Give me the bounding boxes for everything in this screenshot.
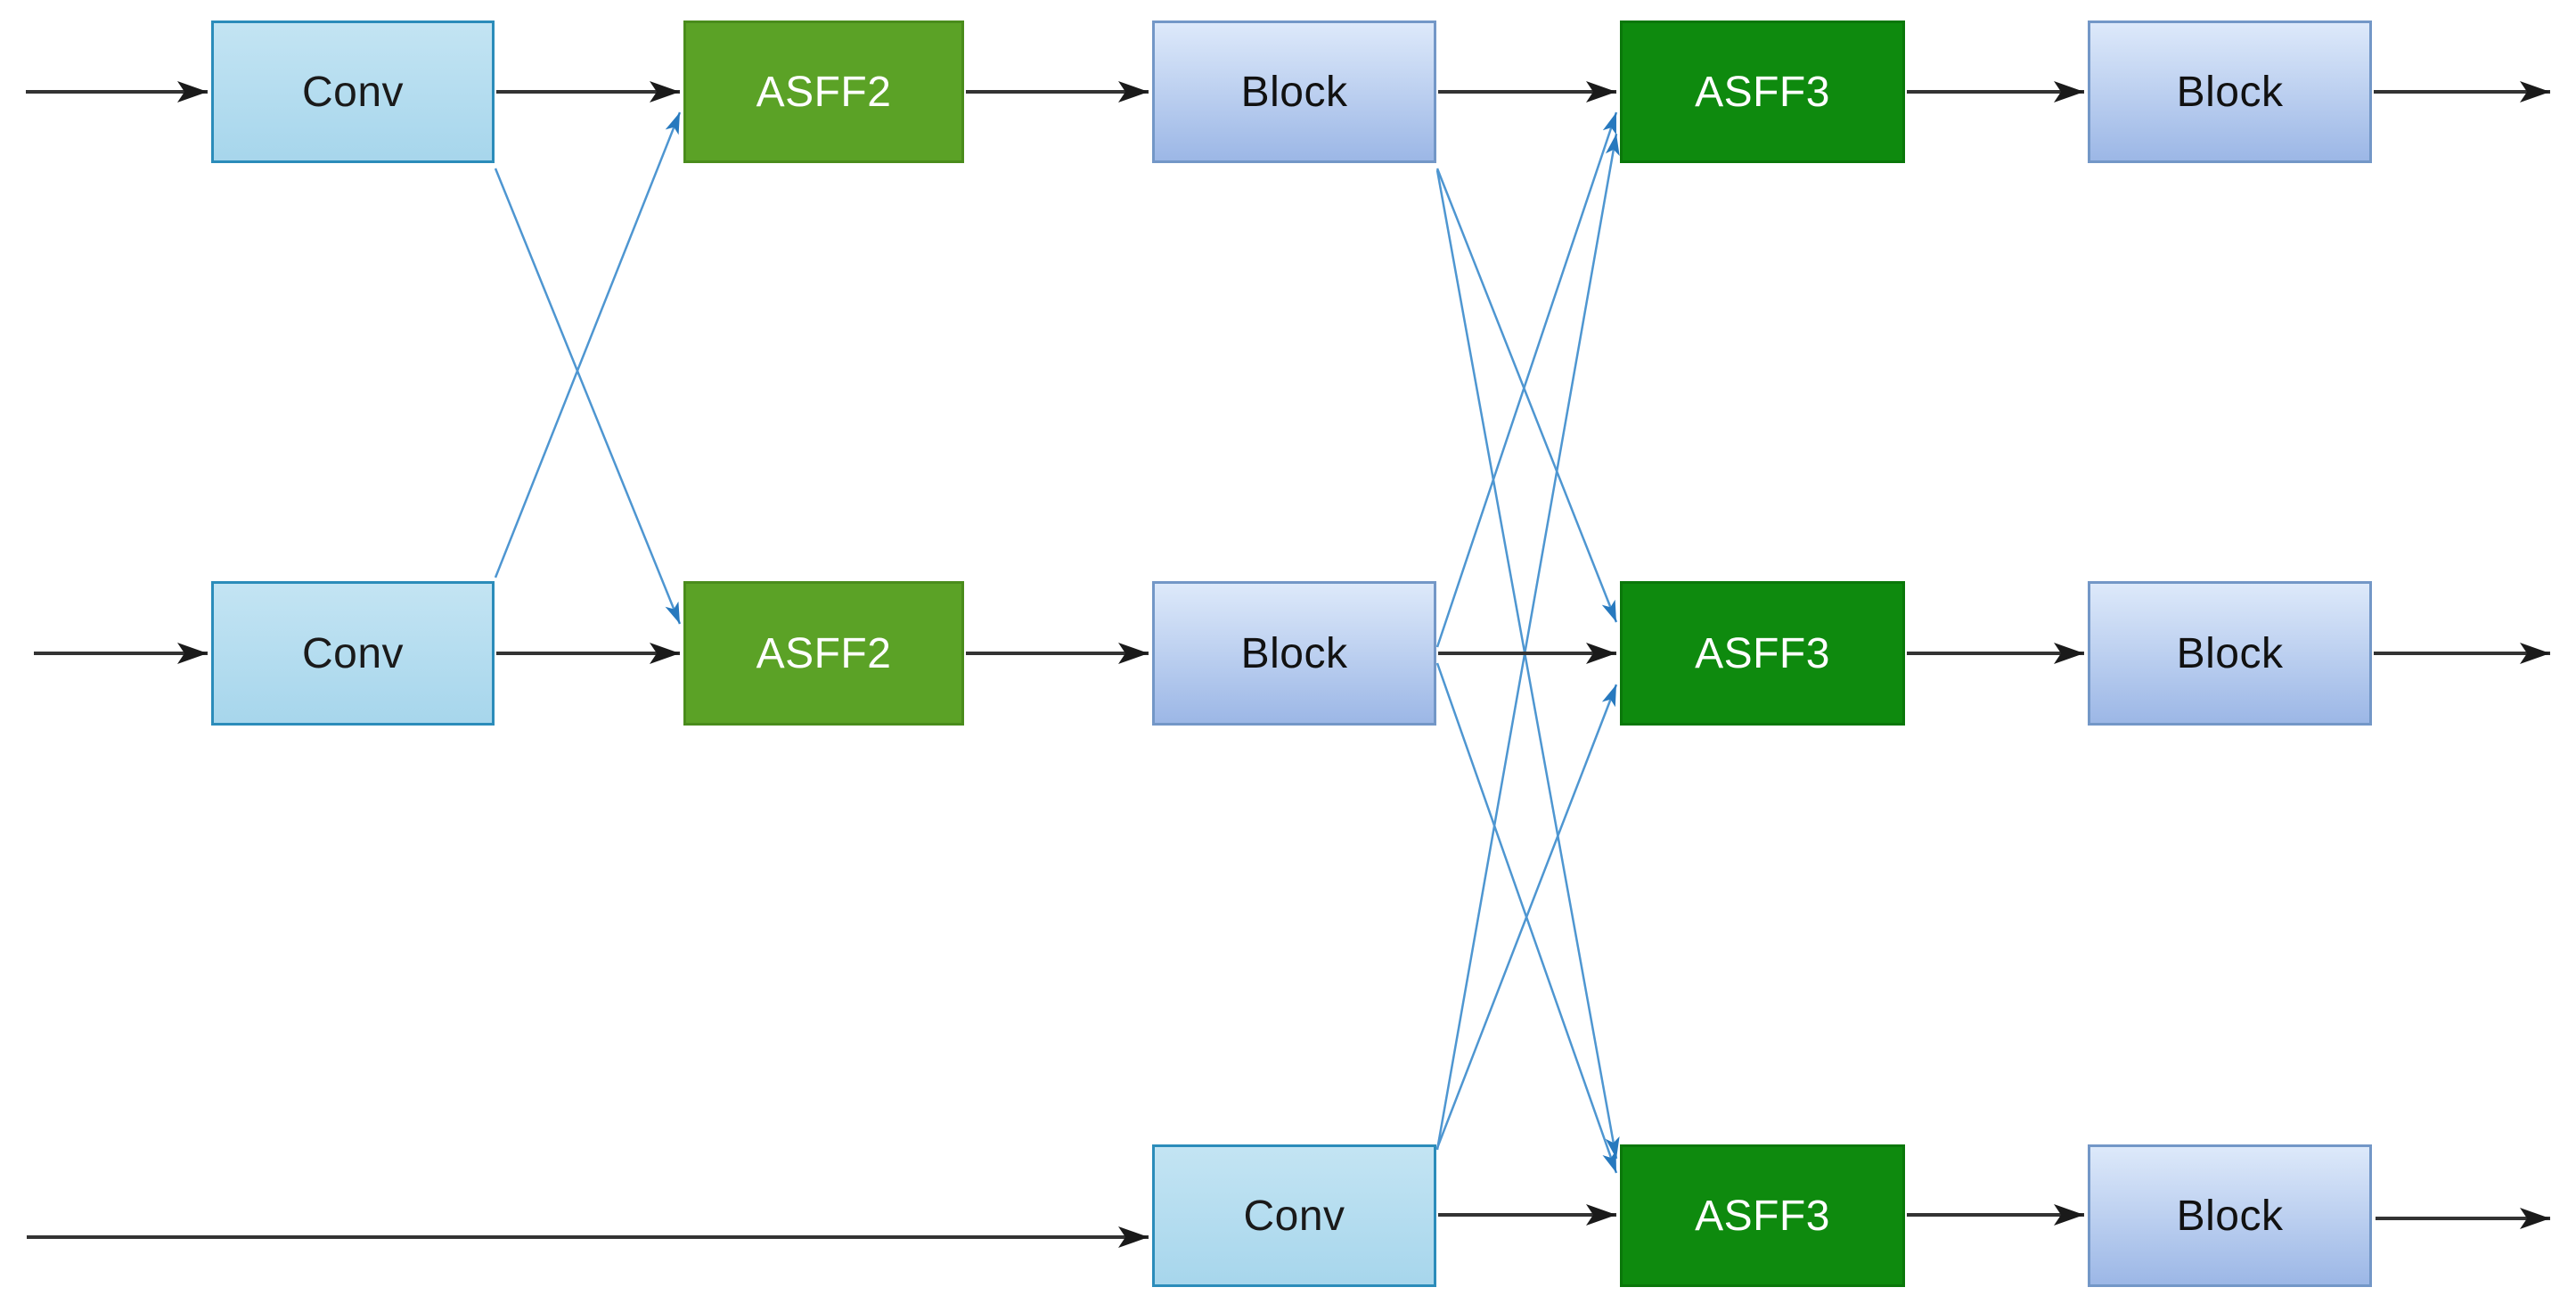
- blue-edge: [1435, 169, 1620, 1160]
- node-conv-2: Conv: [211, 581, 495, 726]
- node-block-1a: Block: [1152, 20, 1436, 163]
- black-edges: [26, 81, 2550, 1248]
- node-label-block-3: Block: [2176, 1192, 2284, 1240]
- node-asff3-1: ASFF3: [1620, 20, 1905, 163]
- node-block-1b: Block: [2088, 20, 2372, 163]
- node-asff2-2: ASFF2: [683, 581, 964, 726]
- node-label-asff3-1: ASFF3: [1695, 68, 1830, 116]
- blue-edge: [1435, 133, 1620, 1151]
- node-label-asff3-2: ASFF3: [1695, 629, 1830, 677]
- blue-edge: [1435, 168, 1618, 623]
- node-asff2-1: ASFF2: [683, 20, 964, 163]
- blue-edge: [1435, 684, 1618, 1149]
- node-label-conv-3: Conv: [1243, 1192, 1345, 1240]
- blue-edge: [494, 168, 682, 625]
- node-conv-1: Conv: [211, 20, 495, 163]
- node-label-block-1a: Block: [1240, 68, 1348, 116]
- node-asff3-3: ASFF3: [1620, 1144, 1905, 1287]
- blue-edge: [494, 111, 682, 578]
- node-block-3: Block: [2088, 1144, 2372, 1287]
- node-label-asff2-2: ASFF2: [756, 629, 892, 677]
- node-conv-3: Conv: [1152, 1144, 1436, 1287]
- node-label-block-1b: Block: [2176, 68, 2284, 116]
- node-label-block-2b: Block: [2176, 629, 2284, 677]
- node-label-conv-2: Conv: [301, 629, 405, 677]
- blue-edge: [1435, 111, 1618, 648]
- node-asff3-2: ASFF3: [1620, 581, 1905, 726]
- node-label-block-2a: Block: [1240, 629, 1348, 677]
- node-label-asff3-3: ASFF3: [1695, 1192, 1830, 1240]
- blue-edges: [494, 111, 1620, 1174]
- node-label-asff2-1: ASFF2: [756, 68, 892, 116]
- node-label-conv-1: Conv: [301, 68, 405, 116]
- node-block-2a: Block: [1152, 581, 1436, 726]
- node-block-2b: Block: [2088, 581, 2372, 726]
